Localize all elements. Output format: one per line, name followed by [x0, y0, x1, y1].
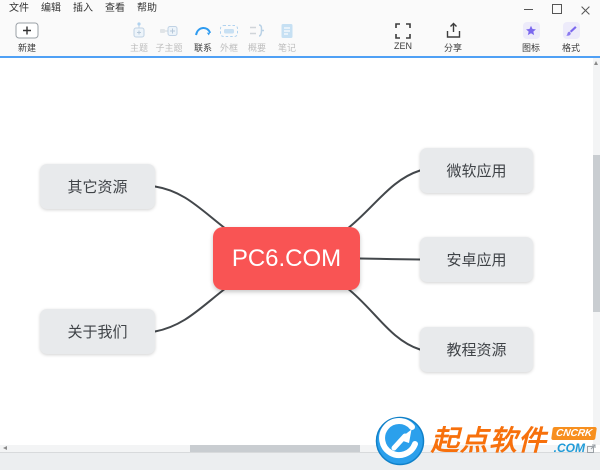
- connector-to-android-apps: [359, 257, 421, 261]
- share-label: 分享: [443, 43, 462, 53]
- marker-star-icon: [508, 22, 554, 39]
- scroll-up-arrow-icon[interactable]: [594, 61, 598, 65]
- format-button[interactable]: 格式: [548, 22, 594, 54]
- watermark-domain-suffix: .COM: [553, 441, 585, 455]
- notes-icon: [264, 22, 310, 39]
- site-watermark: 起点软件 CNCRK .COM: [375, 415, 598, 467]
- close-icon: [581, 5, 590, 14]
- topic-icon: [116, 22, 162, 39]
- central-topic-node[interactable]: PC6.COM: [213, 227, 360, 290]
- summary-label: 概要: [247, 43, 266, 53]
- share-icon: [430, 22, 476, 39]
- topic-button: 主题: [116, 22, 162, 54]
- external-link-icon: [587, 444, 596, 453]
- watermark-site-name: 起点软件: [430, 425, 547, 456]
- notes-label: 笔记: [277, 43, 296, 53]
- relationship-icon: [180, 22, 226, 39]
- minimize-icon: [524, 8, 533, 10]
- summary-icon: [234, 22, 280, 39]
- vertical-scrollbar[interactable]: [593, 58, 600, 445]
- window-controls: [524, 0, 590, 18]
- branch-node-other-resources[interactable]: 其它资源: [40, 164, 155, 209]
- branch-node-tutorial-resources[interactable]: 教程资源: [420, 327, 533, 372]
- format-brush-icon: [548, 22, 594, 39]
- new-button[interactable]: 新建: [4, 22, 50, 54]
- toolbar-accent-line: [0, 56, 600, 58]
- menu-help[interactable]: 帮助: [137, 3, 157, 14]
- connector-to-about-us: [154, 287, 227, 333]
- minimize-button[interactable]: [524, 8, 533, 10]
- relationship-label: 联系: [193, 43, 212, 53]
- zen-mode-button[interactable]: ZEN: [380, 22, 426, 51]
- subtopic-button: 子主题: [146, 22, 192, 54]
- topic-label: 主题: [129, 43, 148, 53]
- vertical-scrollbar-thumb[interactable]: [593, 155, 600, 312]
- mindmap-connectors: [154, 169, 421, 351]
- boundary-button: 外框: [206, 22, 252, 54]
- branch-node-microsoft-apps[interactable]: 微软应用: [420, 148, 533, 193]
- toolbar: 新建 主题 子主题 联系 外框 概要 笔记: [0, 18, 600, 56]
- maximize-button[interactable]: [552, 4, 562, 14]
- qidian-logo-icon: [375, 416, 425, 466]
- menu-view[interactable]: 查看: [105, 3, 125, 14]
- branch-node-about-us[interactable]: 关于我们: [40, 309, 155, 354]
- zen-mode-icon: [380, 22, 426, 39]
- menubar: 文件 编辑 插入 查看 帮助: [0, 0, 600, 18]
- new-label: 新建: [17, 43, 36, 53]
- format-label: 格式: [561, 43, 580, 53]
- connector-to-microsoft-apps: [346, 169, 421, 230]
- marker-chip: [522, 22, 540, 39]
- titlebar: 文件 编辑 插入 查看 帮助: [0, 0, 600, 18]
- share-button[interactable]: 分享: [430, 22, 476, 54]
- relationship-button[interactable]: 联系: [180, 22, 226, 54]
- notes-button: 笔记: [264, 22, 310, 54]
- mindmap-canvas[interactable]: PC6.COM 其它资源 关于我们 微软应用 安卓应用 教程资源: [0, 58, 600, 452]
- format-chip: [562, 22, 580, 39]
- connector-to-other-resources: [154, 185, 227, 230]
- subtopic-icon: [146, 22, 192, 39]
- menu-file[interactable]: 文件: [9, 3, 29, 14]
- marker-button[interactable]: 图标: [508, 22, 554, 54]
- menu-edit[interactable]: 编辑: [41, 3, 61, 14]
- connector-to-tutorials: [346, 287, 421, 351]
- statusbar: [0, 452, 600, 470]
- maximize-icon: [552, 4, 562, 14]
- scroll-left-arrow-icon[interactable]: [3, 446, 7, 450]
- watermark-domain: CNCRK .COM: [550, 427, 597, 455]
- branch-node-android-apps[interactable]: 安卓应用: [420, 237, 533, 282]
- summary-button: 概要: [234, 22, 280, 54]
- menu-insert[interactable]: 插入: [73, 3, 93, 14]
- subtopic-label: 子主题: [155, 43, 183, 53]
- horizontal-scrollbar-thumb[interactable]: [190, 445, 360, 452]
- boundary-label: 外框: [219, 43, 238, 53]
- new-document-icon: [4, 22, 50, 39]
- marker-label: 图标: [521, 43, 540, 53]
- horizontal-scrollbar[interactable]: [0, 445, 593, 452]
- zen-mode-label: ZEN: [394, 41, 412, 51]
- close-button[interactable]: [581, 5, 590, 14]
- watermark-badge: CNCRK: [550, 427, 597, 440]
- boundary-icon: [206, 22, 252, 39]
